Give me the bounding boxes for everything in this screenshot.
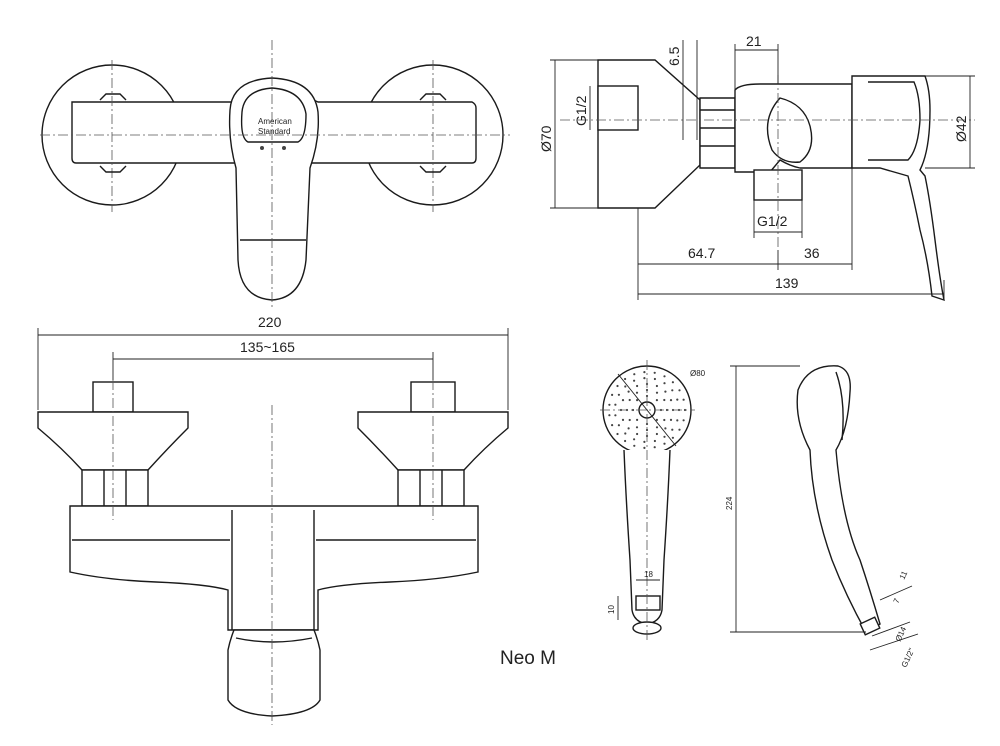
- nozzle-dot: [621, 399, 625, 402]
- nozzle-dot: [669, 399, 673, 402]
- nozzle-dot: [645, 428, 649, 432]
- nozzle-dot: [655, 426, 659, 429]
- nozzle-dot: [663, 375, 666, 378]
- dim-139: 139: [775, 275, 799, 291]
- model-caption: Neo M: [500, 648, 556, 669]
- nozzle-dot: [633, 444, 636, 447]
- nozzle-dot: [628, 398, 631, 402]
- nozzle-dot: [611, 393, 614, 396]
- dim-36: 36: [804, 245, 820, 261]
- nozzle-dot: [682, 398, 685, 401]
- nozzle-dot: [669, 418, 673, 421]
- hand-shower-drawing-icon: Ø80 18 10 224 11 7 Ø14 G1/2": [600, 360, 919, 669]
- nozzle-dot: [633, 379, 636, 382]
- nozzle-dot: [635, 391, 639, 394]
- nozzle-dot: [682, 419, 685, 422]
- nozzle-dot: [611, 424, 614, 427]
- dim-6-5: 6.5: [666, 46, 682, 66]
- dim-diameter-70: Ø70: [538, 125, 554, 152]
- nozzle-dot: [655, 399, 659, 402]
- dim-10: 10: [607, 605, 616, 614]
- nozzle-dot: [608, 414, 611, 417]
- nozzle-dot: [653, 371, 656, 374]
- side-view-drawing-icon: Ø70 G1/2 6.5 21 Ø42 G1/2 64.7 36 139: [538, 33, 975, 302]
- nozzle-dot: [671, 389, 674, 392]
- dim-g-half-outlet: G1/2: [757, 213, 788, 229]
- nozzle-dot: [624, 432, 627, 435]
- nozzle-dot: [663, 435, 666, 438]
- dim-g-half-inlet: G1/2: [573, 95, 589, 126]
- nozzle-dot: [664, 390, 667, 393]
- nozzle-dot: [671, 428, 674, 431]
- nozzle-dot: [676, 398, 679, 401]
- dim-diameter-42: Ø42: [953, 115, 969, 142]
- nozzle-dot: [608, 403, 611, 406]
- front-view-drawing-icon: American Standard: [40, 40, 510, 310]
- nozzle-dot: [643, 440, 646, 443]
- nozzle-dot: [614, 414, 617, 417]
- nozzle-dot: [645, 388, 649, 392]
- nozzle-dot: [663, 382, 666, 385]
- nozzle-dot: [617, 393, 621, 396]
- nozzle-dot: [616, 384, 619, 388]
- nozzle-dot: [628, 418, 631, 422]
- nozzle-dot: [636, 399, 639, 402]
- nozzle-dot: [663, 418, 666, 422]
- nozzle-dot: [614, 403, 617, 406]
- nozzle-dot: [624, 439, 627, 443]
- nozzle-dot: [621, 418, 625, 421]
- nozzle-dot: [678, 389, 681, 392]
- nozzle-dot: [655, 418, 659, 421]
- nozzle-dot: [655, 391, 659, 394]
- nozzle-dot: [663, 442, 666, 445]
- nozzle-dot: [655, 432, 659, 436]
- nozzle-dot: [635, 426, 639, 429]
- nozzle-dot: [643, 371, 646, 374]
- nozzle-dot: [616, 432, 619, 436]
- nozzle-dot: [643, 377, 646, 380]
- dim-224: 224: [725, 496, 734, 510]
- nozzle-dot: [653, 377, 657, 381]
- dim-11: 11: [898, 569, 910, 581]
- top-view-drawing-icon: 220 135~165: [37, 314, 509, 725]
- nozzle-dot: [624, 377, 627, 381]
- dim-64-7: 64.7: [688, 245, 715, 261]
- nozzle-dot: [624, 385, 627, 388]
- nozzle-dot: [627, 390, 630, 393]
- nozzle-dot: [663, 398, 666, 402]
- nozzle-dot: [653, 446, 656, 449]
- dim-7: 7: [892, 597, 902, 605]
- dim-21: 21: [746, 33, 762, 49]
- nozzle-dot: [671, 436, 675, 439]
- nozzle-dot: [636, 418, 639, 421]
- nozzle-dot: [636, 432, 639, 436]
- nozzle-dot: [655, 384, 659, 388]
- nozzle-dot: [627, 427, 630, 430]
- dim-220: 220: [258, 314, 282, 330]
- dim-g-half-shower: G1/2": [900, 647, 917, 669]
- nozzle-dot: [671, 381, 675, 384]
- nozzle-dot: [664, 427, 667, 430]
- logo-text-line2: Standard: [258, 127, 290, 136]
- dim-135-165: 135~165: [240, 339, 295, 355]
- nozzle-dot: [678, 428, 681, 431]
- dim-diameter-80: Ø80: [690, 369, 706, 378]
- nozzle-dot: [653, 439, 657, 443]
- dim-18: 18: [644, 570, 653, 579]
- nozzle-dot: [633, 438, 636, 441]
- nozzle-dot: [643, 446, 646, 449]
- nozzle-dot: [636, 384, 639, 388]
- nozzle-dot: [633, 373, 636, 376]
- logo-text-line1: American: [258, 117, 292, 126]
- nozzle-dot: [676, 419, 679, 422]
- nozzle-dot: [617, 424, 621, 427]
